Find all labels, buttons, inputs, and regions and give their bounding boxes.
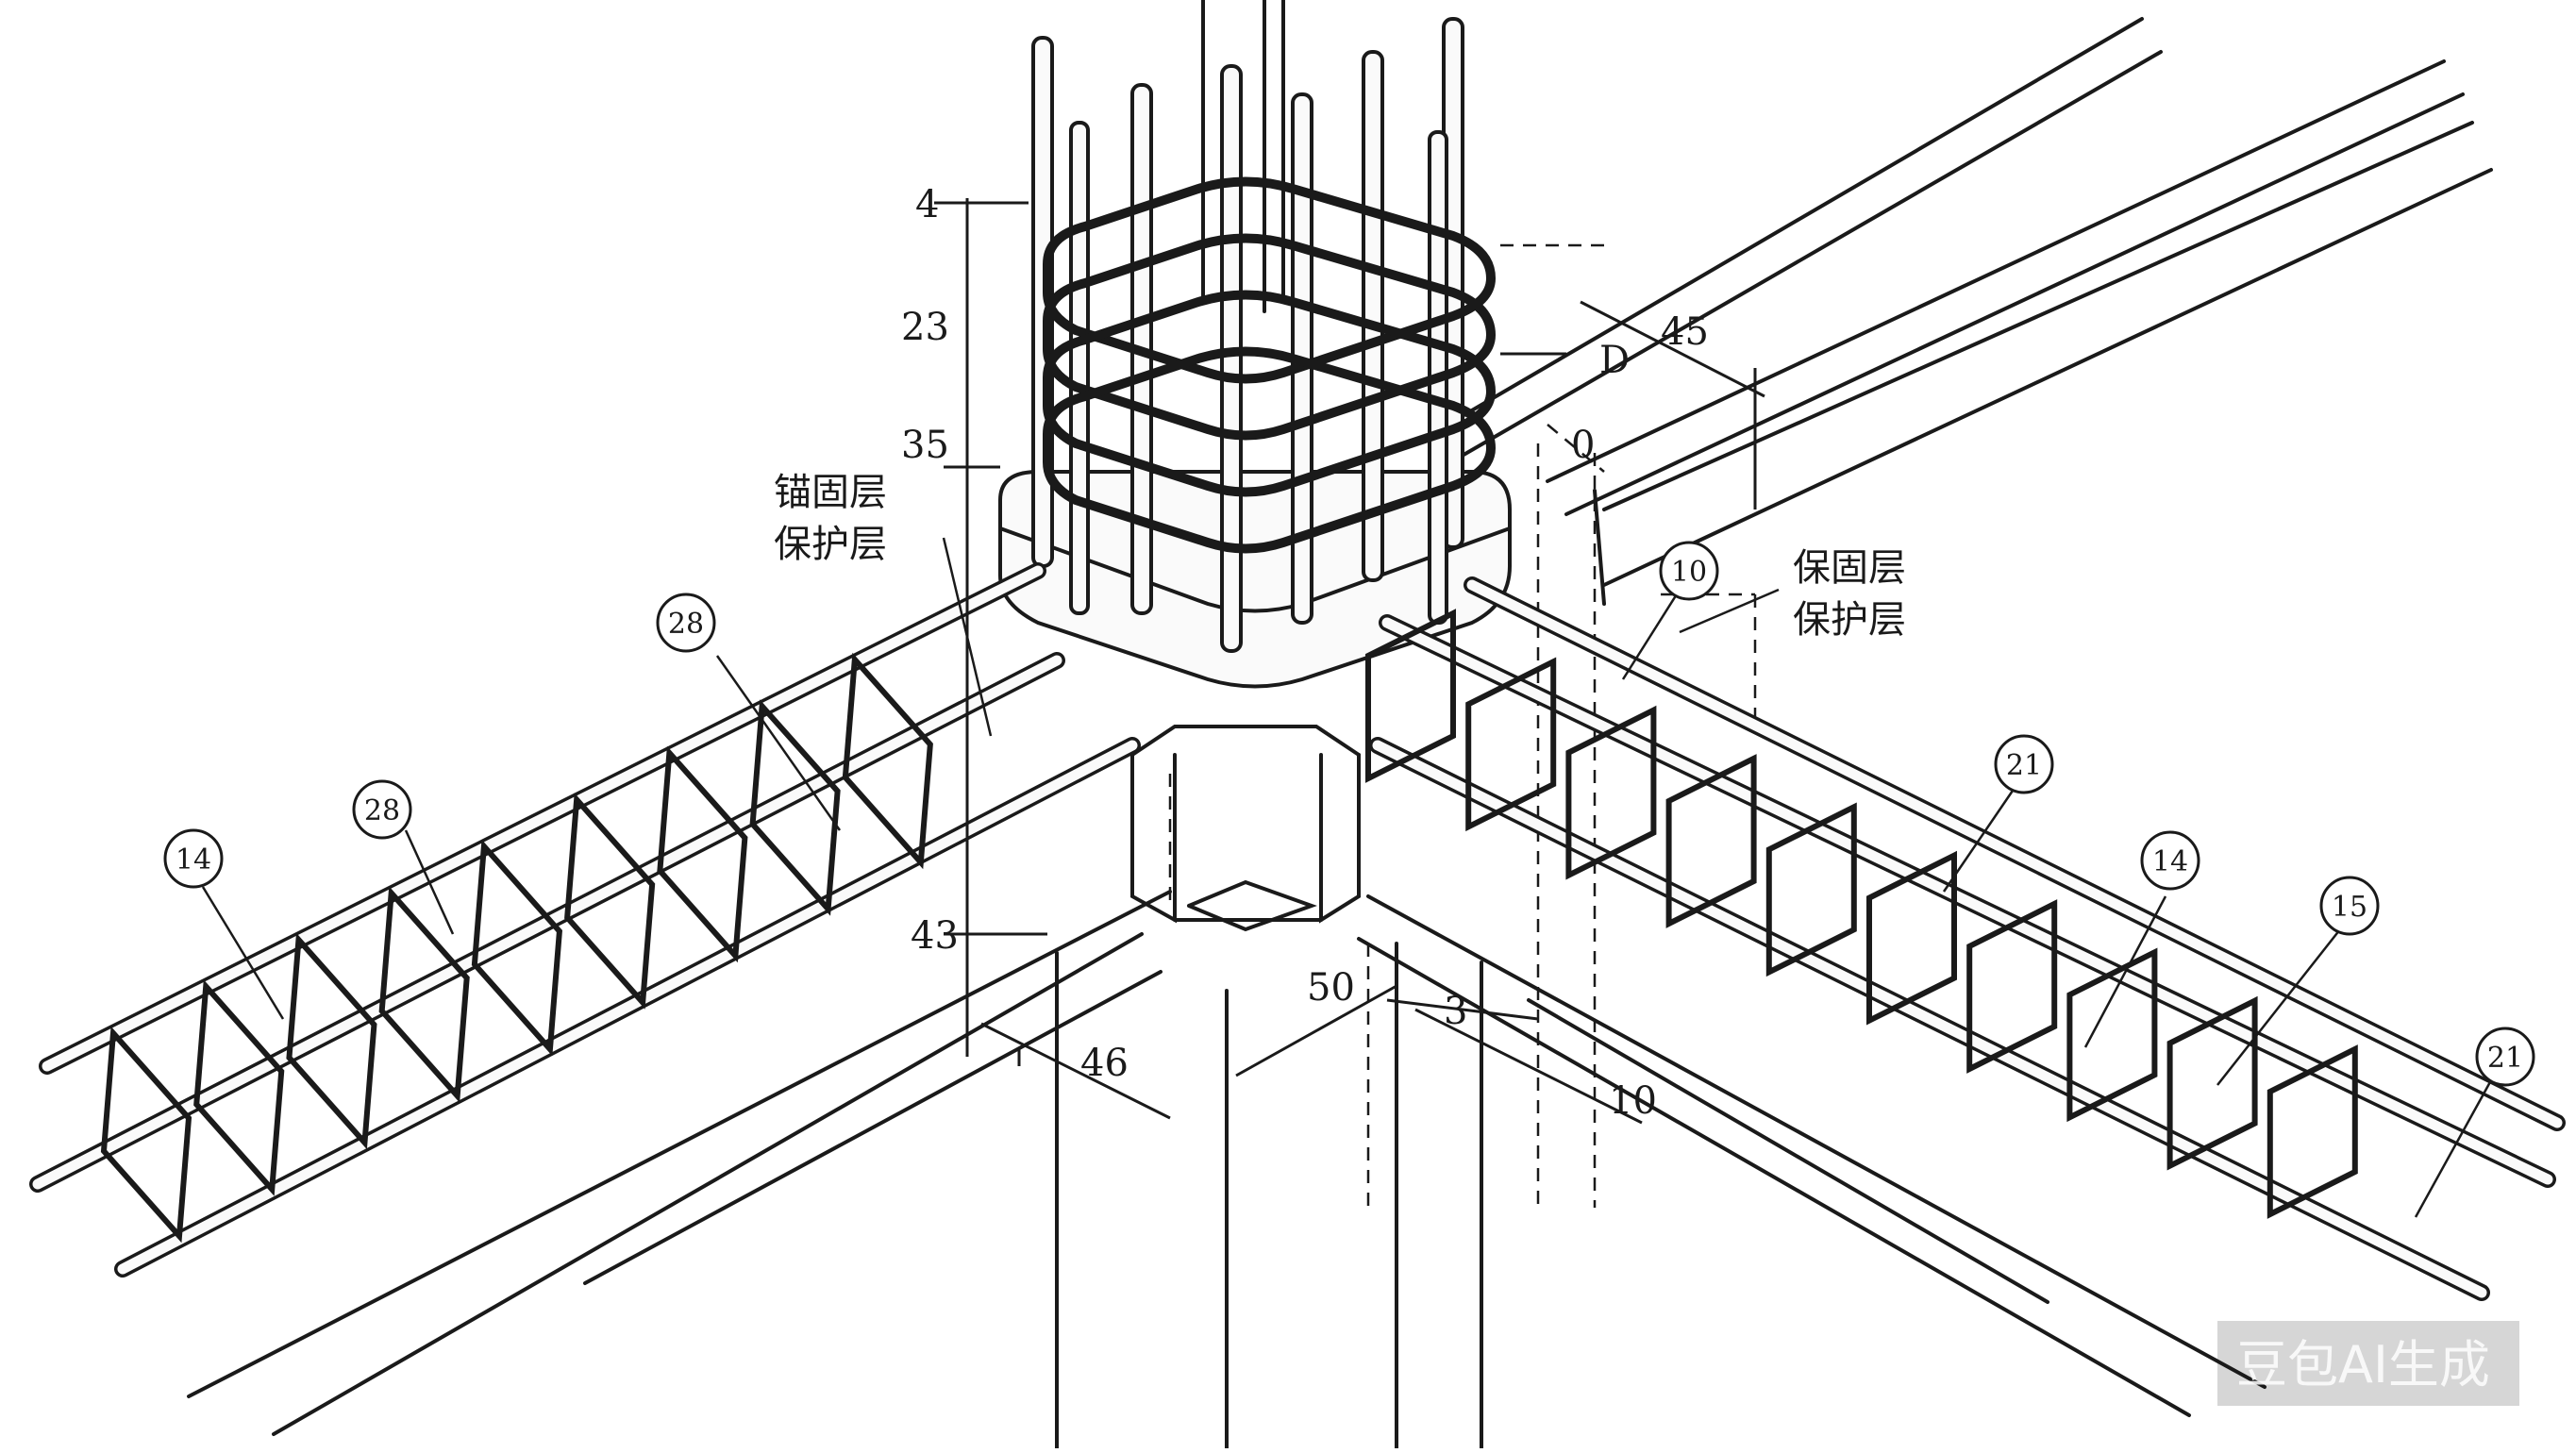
left-cover-label: 保护层: [774, 523, 887, 566]
svg-text:21: 21: [2006, 749, 2042, 782]
dimension-text: 4 23 35 45 D 0 43 46 50 3 10: [901, 183, 1709, 1123]
dim-10: 10: [1609, 1079, 1657, 1123]
callout-28-mid: 28: [352, 779, 412, 840]
svg-text:15: 15: [2332, 891, 2367, 924]
stirrup: [100, 1026, 192, 1244]
stirrup: [1465, 657, 1557, 832]
dim-45: 45: [1661, 310, 1709, 354]
dimension-lines: [934, 198, 1765, 1125]
dim-4: 4: [915, 183, 939, 226]
callout-15: 15: [2319, 876, 2380, 936]
svg-text:10: 10: [1671, 556, 1707, 589]
svg-text:28: 28: [668, 608, 704, 641]
callout-21-right: 21: [2475, 1027, 2535, 1087]
dim-3: 3: [1444, 990, 1467, 1033]
callout-10: 10: [1659, 541, 1719, 601]
svg-text:28: 28: [364, 794, 400, 827]
stirrup: [193, 979, 285, 1196]
dim-0: 0: [1571, 424, 1595, 467]
dim-43: 43: [911, 914, 959, 958]
layer-labels: 锚固层 保护层 保固层 保护层: [774, 471, 1906, 642]
dim-23: 23: [901, 306, 949, 349]
concrete-outlines: [187, 0, 2493, 1450]
dim-50: 50: [1307, 966, 1355, 1010]
stirrup: [842, 652, 933, 870]
stirrup: [471, 839, 563, 1057]
stirrup: [378, 886, 470, 1103]
callout-14-left: 14: [163, 828, 224, 889]
stirrup: [749, 699, 841, 916]
stirrup: [1866, 850, 1957, 1026]
hidden-lines: [1168, 243, 1757, 1321]
dim-D: D: [1599, 339, 1630, 382]
column-rebar-cage: [998, 17, 1512, 689]
left-beam-rebar: [29, 562, 1141, 1278]
callouts: 28 28 14 10 21 14 15 21: [163, 541, 2535, 1087]
leader-lines: [201, 537, 2493, 1218]
left-anchor-label: 锚固层: [774, 471, 887, 514]
stirrup: [2267, 1044, 2358, 1219]
callout-21-top: 21: [1994, 734, 2054, 794]
stirrup: [564, 793, 656, 1010]
right-cover-label: 保护层: [1793, 598, 1906, 642]
callout-14-right: 14: [2140, 830, 2200, 891]
stirrup: [2166, 995, 2258, 1171]
right-beam-rebar: [1365, 576, 2566, 1301]
dim-46: 46: [1080, 1042, 1129, 1085]
callout-28-top: 28: [656, 593, 716, 653]
stirrup: [1565, 705, 1657, 880]
stirrup: [657, 745, 748, 963]
stirrup: [1765, 802, 1857, 977]
stirrup: [1365, 609, 1456, 783]
stirrup: [1966, 899, 2058, 1074]
watermark-backdrop: [2217, 1321, 2519, 1406]
svg-text:14: 14: [2152, 845, 2188, 878]
watermark: 豆包AI生成: [2236, 1335, 2490, 1395]
svg-text:14: 14: [176, 843, 211, 877]
stirrup: [1665, 754, 1757, 928]
right-anchor-label: 保固层: [1793, 546, 1906, 590]
svg-text:21: 21: [2487, 1042, 2523, 1075]
stirrup: [2066, 947, 2158, 1123]
dim-35: 35: [901, 424, 949, 467]
stirrup: [286, 932, 377, 1150]
